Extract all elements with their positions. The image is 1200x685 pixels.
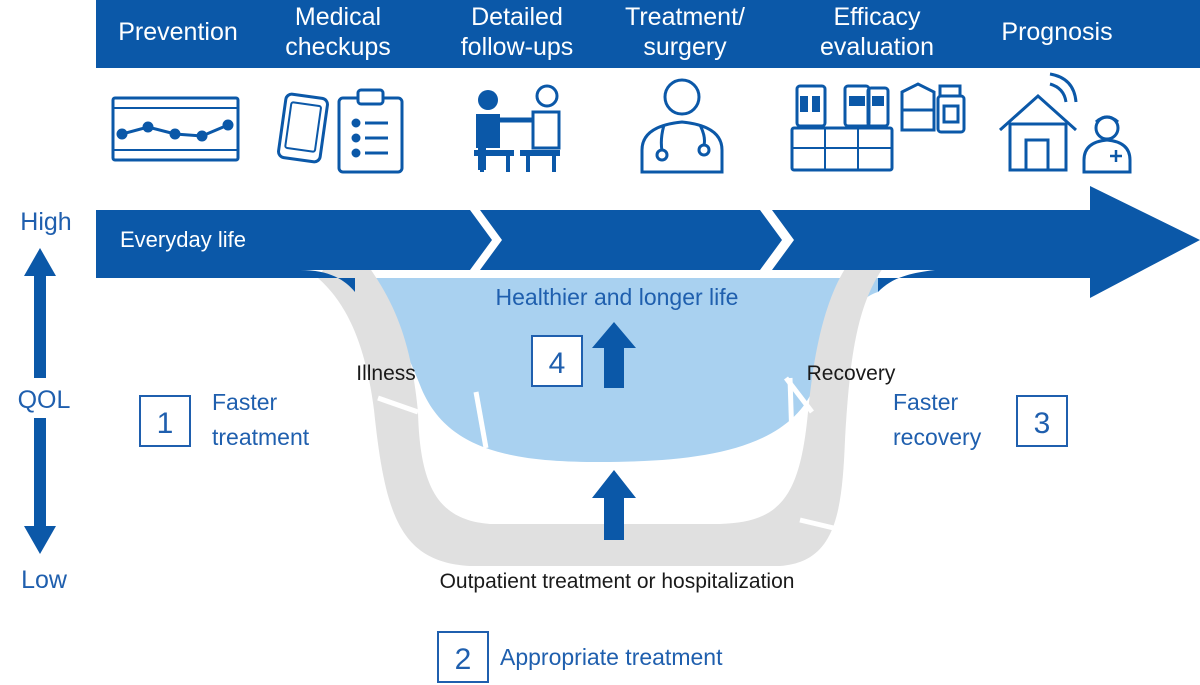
- home-nurse-icon: [998, 72, 1132, 174]
- up-arrow-lower: [592, 470, 636, 540]
- bar-dip-right: [878, 270, 1090, 292]
- bottom-cut-line: [799, 517, 843, 533]
- stage-followups-label-2: follow-ups: [461, 33, 574, 61]
- point-2-number: 2: [455, 643, 472, 676]
- outpatient-label: Outpatient treatment or hospitalization: [440, 570, 795, 593]
- header-bar: [96, 0, 1200, 68]
- consultation-icon: [474, 84, 561, 172]
- recovery-label: Recovery: [807, 362, 896, 385]
- point-1-label-2: treatment: [212, 424, 310, 450]
- bar-dip-left: [96, 270, 355, 292]
- stage-prognosis-label: Prognosis: [1001, 18, 1112, 46]
- point-3-box: [1016, 395, 1068, 447]
- point-1: 1 Faster treatment: [139, 389, 310, 450]
- point-4-box: [531, 335, 583, 387]
- stage-efficacy-label: Efficacy: [833, 3, 921, 31]
- stage-checkups-label: Medical: [295, 3, 381, 31]
- point-3-label-1: Faster: [893, 389, 959, 415]
- point-4: 4: [531, 335, 583, 387]
- axis-qol-label: QOL: [18, 386, 71, 414]
- everyday-life-bar: [96, 186, 1200, 298]
- band-cut-line-left: [473, 391, 489, 449]
- band-cut-line-right: [787, 377, 795, 441]
- point-1-box: [139, 395, 191, 447]
- illness-label: Illness: [356, 362, 416, 385]
- axis-low-label: Low: [21, 566, 68, 594]
- chart-monitor-icon: [111, 96, 240, 162]
- lab-equipment-icon: [790, 82, 966, 172]
- point-3-number: 3: [1034, 407, 1051, 440]
- point-2: 2 Appropriate treatment: [437, 631, 723, 683]
- illness-cut-line: [377, 395, 419, 415]
- point-1-number: 1: [157, 407, 174, 440]
- stage-efficacy-label-2: evaluation: [820, 33, 934, 61]
- point-1-label-1: Faster: [212, 389, 278, 415]
- point-2-box: [437, 631, 489, 683]
- point-2-label: Appropriate treatment: [500, 644, 723, 670]
- axis-high-label: High: [20, 208, 71, 236]
- everyday-life-label: Everyday life: [120, 227, 246, 252]
- axis-arrow-up: [24, 248, 56, 378]
- up-arrow-upper: [592, 322, 636, 388]
- stage-followups-label: Detailed: [471, 3, 563, 31]
- point-3: 3 Faster recovery: [893, 389, 1068, 450]
- doctor-icon: [640, 78, 724, 174]
- stage-checkups-label-2: checkups: [285, 33, 391, 61]
- stage-prevention-label: Prevention: [118, 18, 238, 46]
- point-3-label-2: recovery: [893, 424, 982, 450]
- stage-treatment-label: Treatment/: [625, 3, 745, 31]
- healthier-label: Healthier and longer life: [496, 284, 739, 310]
- stage-treatment-label-2: surgery: [643, 33, 727, 61]
- phone-clipboard-icon: [277, 88, 404, 174]
- axis-arrow-down: [24, 418, 56, 554]
- point-4-number: 4: [549, 347, 566, 380]
